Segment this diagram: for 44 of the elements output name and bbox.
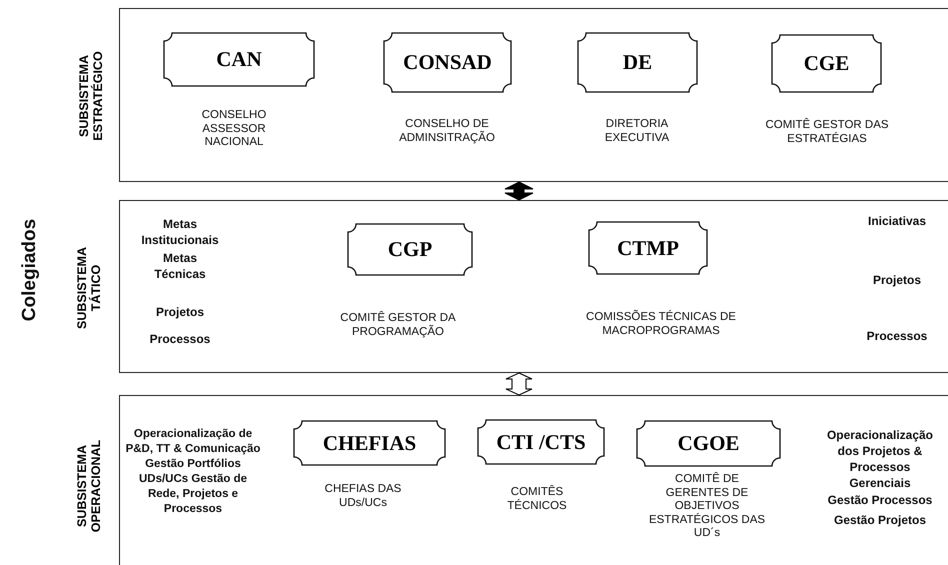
label-text: Metas Institucionais	[140, 216, 220, 248]
box-title: CGP	[388, 237, 432, 262]
box-title: CGOE	[678, 431, 740, 456]
band-heading: SUBSISTEMA TÁTICO	[75, 246, 103, 330]
caption-text: DIRETORIA EXECUTIVA	[604, 118, 670, 145]
caption-text: CHEFIAS DAS UDs/UCs	[324, 483, 402, 510]
caption-text: CONSELHO ASSESSOR NACIONAL	[200, 109, 268, 150]
label-text: Operacionalização de P&D, TT & Comunicação Gestão Portfólios UDs/UCs Gestão de Rede, Projetos e Processos	[124, 427, 262, 517]
band-heading: SUBSISTEMA OPERACIONAL	[75, 438, 103, 534]
box-title: CTI /CTS	[496, 430, 586, 454]
double-arrow	[506, 372, 532, 396]
scalloped-box	[578, 33, 697, 92]
scalloped-box	[637, 421, 780, 466]
band-heading: SUBSISTEMA ESTRATÉGICO	[77, 50, 105, 143]
box-title: CONSAD	[403, 50, 492, 75]
scalloped-box	[772, 35, 881, 92]
caption-text: CONSELHO DE ADMINSITRAÇÃO	[398, 118, 496, 145]
label-text: Operacionalização dos Projetos & Processos Gerenciais	[826, 427, 934, 491]
caption-text: COMITÊ GESTOR DA PROGRAMAÇÃO	[339, 312, 457, 339]
caption-text: COMITÊS TÉCNICOS	[506, 486, 568, 513]
scalloped-box	[478, 420, 604, 464]
scalloped-box	[589, 222, 707, 274]
label-text: Projetos	[154, 304, 205, 320]
scalloped-box	[164, 33, 314, 86]
label-text: Gestão Processos	[826, 492, 934, 508]
box-title: CGE	[804, 51, 850, 76]
caption-text: COMISSÕES TÉCNICAS DE MACROPROGRAMAS	[585, 311, 737, 338]
box-title: DE	[622, 50, 652, 75]
label-text: Metas Técnicas	[153, 250, 207, 282]
caption-text: COMITÊ DE GERENTES DE OBJETIVOS ESTRATÉGICOS DAS UD´s	[648, 473, 766, 540]
double-arrow	[504, 181, 534, 201]
label-text: Processos	[866, 328, 928, 344]
box-title: CTMP	[617, 236, 679, 260]
box-title: CHEFIAS	[322, 430, 416, 456]
caption-text: COMITÊ GESTOR DAS ESTRATÉGIAS	[764, 119, 890, 146]
scalloped-box	[294, 421, 445, 465]
label-text: Processos	[148, 331, 212, 347]
label-text: Gestão Projetos	[832, 512, 928, 528]
box-title: CAN	[216, 47, 262, 72]
label-text: Iniciativas	[866, 213, 928, 229]
side-title: Colegiados	[19, 218, 41, 324]
scalloped-box	[348, 224, 472, 275]
scalloped-box	[384, 33, 511, 92]
label-text: Projetos	[872, 272, 922, 288]
